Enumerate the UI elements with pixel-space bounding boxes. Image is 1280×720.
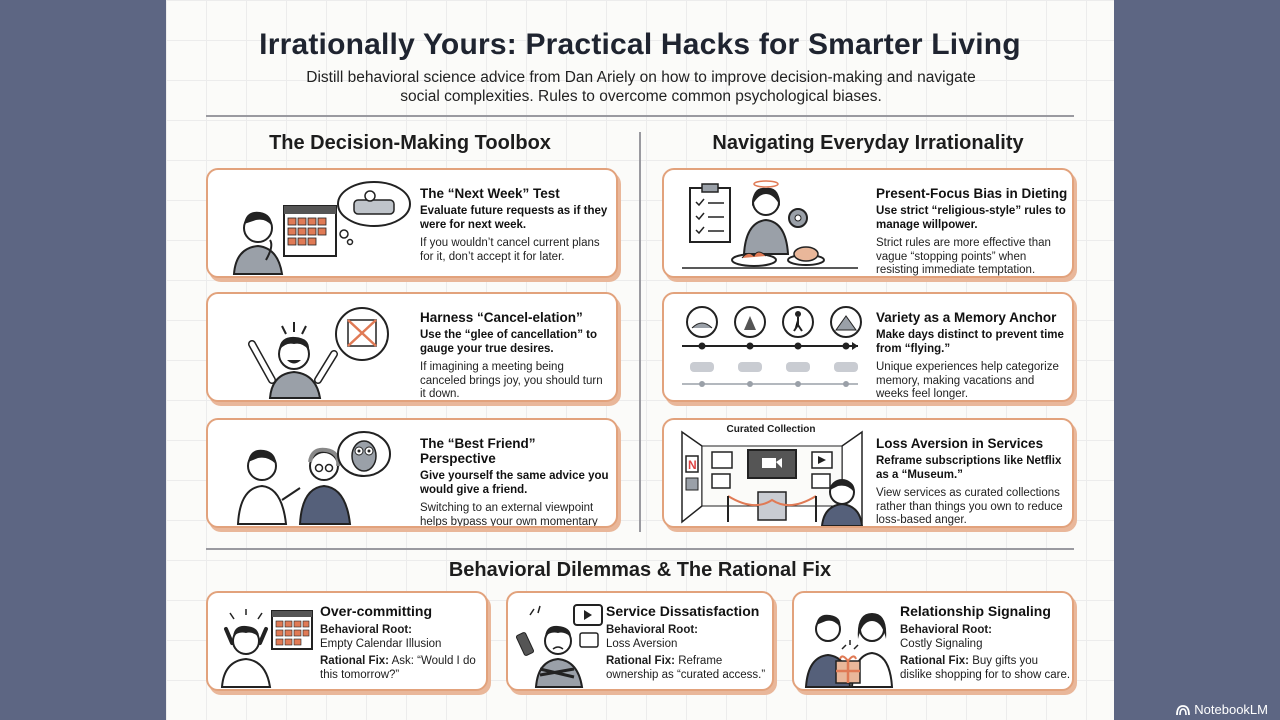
card-title: Loss Aversion in Services [876,436,1044,451]
dieting-rules-icon [682,180,858,269]
calendar-thinking-icon [232,181,411,275]
bottom-section-heading: Behavioral Dilemmas & The Rational Fix [448,559,832,581]
card-description: Strict rules are more effective than vag… [876,237,1051,276]
card-description: If you wouldn’t cancel current plans for… [420,237,600,263]
card-tip: Use the “glee of cancellation” to gauge … [420,329,598,355]
behavioral-root-value: Empty Calendar Illusion [320,637,442,650]
card-best-friend-perspective: The “Best Friend” Perspective Give yours… [206,418,618,528]
frustrated-viewer-icon [516,604,603,688]
card-tip: Evaluate future requests as if they were… [420,205,608,231]
behavioral-root-label: Behavioral Root: [606,624,699,636]
card-title: Harness “Cancel-elation” [420,310,583,325]
page-subtitle: Distill behavioral science advice from D… [306,69,976,105]
card-tip: Use strict “religious-style” rules to ma… [876,205,1066,231]
rational-fix-value: Buy gifts you dislike shopping for to sh… [900,655,1071,681]
svg-text:N: N [688,458,697,472]
stressed-person-calendar-icon [220,609,313,688]
rational-fix-value: Reframe ownership as “curated access.” [606,655,766,681]
card-title: Variety as a Memory Anchor [876,310,1057,325]
right-section-heading: Navigating Everyday Irrationality [712,132,1024,154]
friends-owl-icon [236,431,391,525]
card-cancel-elation: Harness “Cancel-elation” Use the “glee o… [206,292,618,402]
timeline-activities-icon [682,306,862,387]
card-tip: Make days distinct to prevent time from … [876,329,1064,355]
card-description: If imagining a meeting being canceled br… [420,361,603,400]
behavioral-root-value: Loss Aversion [606,637,678,650]
card-tip: Give yourself the same advice you would … [420,470,609,496]
card-next-week-test: The “Next Week” Test Evaluate future req… [206,168,618,278]
infographic-page: Irrationally Yours: Practical Hacks for … [166,0,1114,720]
museum-gallery-icon: N [681,430,864,526]
behavioral-root-label: Behavioral Root: [900,624,993,636]
rational-fix-label: Rational Fix: [606,655,676,667]
card-relationship-signaling: Relationship Signaling Behavioral Root: … [792,591,1074,691]
bottom-divider [206,548,1074,550]
card-title: The “Best Friend” Perspective [420,436,536,466]
rational-fix-label: Rational Fix: [900,655,970,667]
behavioral-root-value: Costly Signaling [900,637,983,650]
card-description: Switching to an external viewpoint helps… [420,502,598,528]
top-divider [206,115,1074,117]
rational-fix: Rational Fix: Ask: “Would I do this tomo… [320,655,484,682]
card-service-dissatisfaction: Service Dissatisfaction Behavioral Root:… [506,591,774,691]
card-over-committing: Over-committing Behavioral Root: Empty C… [206,591,488,691]
card-title: The “Next Week” Test [420,186,560,201]
card-tip: Reframe subscriptions like Netflix as a … [876,455,1062,481]
cheering-person-icon [248,307,389,399]
card-title: Service Dissatisfaction [606,603,760,619]
card-variety-memory-anchor: Variety as a Memory Anchor Make days dis… [662,292,1074,402]
card-loss-aversion-services: N Curated Collection Loss Aversion in Se… [662,418,1074,528]
card-description: View services as curated collections rat… [876,487,1063,526]
brand-label: NotebookLM [1194,702,1268,717]
column-divider [639,132,641,532]
card-title: Present-Focus Bias in Dieting [876,186,1068,201]
card-title: Over-committing [320,603,433,619]
notebooklm-logo-icon [1176,704,1191,715]
page-title: Irrationally Yours: Practical Hacks for … [259,28,1021,61]
card-description: Unique experiences help categorize memor… [876,361,1059,400]
rational-fix: Rational Fix: Reframe ownership as “cura… [606,655,772,682]
rational-fix-label: Rational Fix: [320,655,390,667]
gift-giving-couple-icon [804,613,894,688]
left-section-heading: The Decision-Making Toolbox [269,132,551,154]
notebooklm-watermark: NotebookLM [1176,702,1268,717]
card-present-focus-bias: Present-Focus Bias in Dieting Use strict… [662,168,1074,278]
museum-label-text: Curated Collection [726,424,816,435]
card-title: Relationship Signaling [900,603,1051,619]
rational-fix-value: Ask: “Would I do this tomorrow?” [320,655,476,681]
behavioral-root-label: Behavioral Root: [320,624,413,636]
rational-fix: Rational Fix: Buy gifts you dislike shop… [900,655,1072,682]
